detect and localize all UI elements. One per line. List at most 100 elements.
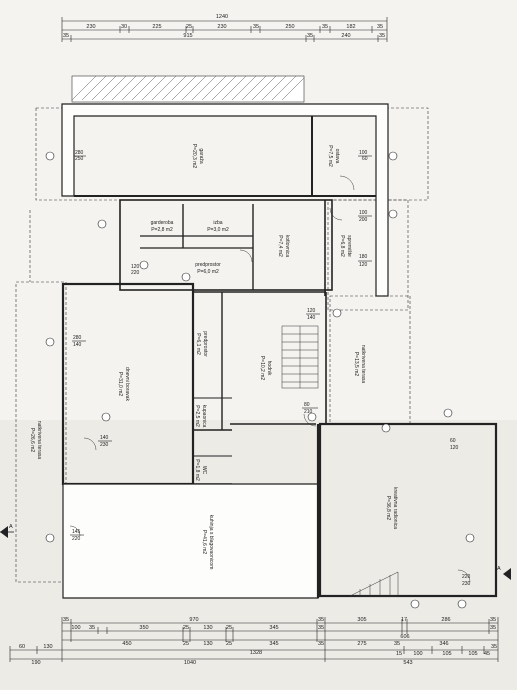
svg-text:60: 60	[450, 438, 456, 444]
svg-text:220: 220	[131, 270, 140, 276]
svg-text:P=3,0 m2: P=3,0 m2	[207, 227, 229, 233]
dim-top-6: 35	[253, 24, 259, 30]
svg-text:140: 140	[100, 435, 109, 441]
dim-top-r2-3: 35	[307, 33, 313, 39]
window-markers	[45, 151, 475, 609]
svg-text:kreativna radionica: kreativna radionica	[392, 487, 398, 529]
dim-bottom-r3-4: 25	[226, 641, 232, 647]
svg-text:P=2,8 m2: P=2,8 m2	[151, 227, 173, 233]
dim-top-r2-2: 915	[183, 33, 192, 39]
svg-text:P=6,8 m2: P=6,8 m2	[339, 235, 345, 257]
svg-text:145: 145	[72, 529, 81, 535]
dim-bottom-r4-2: 130	[43, 644, 52, 650]
svg-text:P=7,5 m2: P=7,5 m2	[327, 145, 333, 167]
dim-top-r2-4: 240	[341, 33, 350, 39]
svg-text:250: 250	[75, 156, 84, 162]
svg-text:230: 230	[462, 581, 471, 587]
room-predprostor-lower: predprostor P=6,1 m2	[195, 331, 208, 357]
room-ostava: ostava P=7,5 m2	[327, 145, 340, 167]
svg-text:P=13,5 m2: P=13,5 m2	[353, 352, 359, 377]
svg-text:garaža: garaža	[198, 148, 204, 164]
room-garderoba: garderoba P=2,8 m2	[151, 220, 174, 233]
section-marks: A A	[0, 524, 511, 580]
dim-bottom-r4-1: 60	[19, 644, 25, 650]
svg-text:100: 100	[359, 150, 368, 156]
dim-top-7: 250	[285, 24, 294, 30]
svg-text:220: 220	[72, 536, 81, 542]
svg-text:220: 220	[462, 574, 471, 580]
dim-bottom-r1-6: 286	[441, 617, 450, 623]
dim-bottom-r2-7: 345	[269, 625, 278, 631]
dim-top-9: 182	[346, 24, 355, 30]
room-labels: garaža P=20,3 m2 ostava P=7,5 m2 gardero…	[29, 144, 398, 570]
room-natkrivena-terasa-right: natkrivena terasa P=13,5 m2	[353, 345, 366, 384]
dim-bottom-r2-4: 25	[183, 625, 189, 631]
svg-text:ostava: ostava	[334, 149, 340, 164]
dim-bottom-r2-10: 35	[490, 625, 496, 631]
dim-bottom-r3-6: 35	[318, 641, 324, 647]
dim-top-r2-1: 35	[63, 33, 69, 39]
dim-top-r2-5: 35	[379, 33, 385, 39]
svg-text:P=10,2 m2: P=10,2 m2	[259, 356, 265, 381]
svg-text:120: 120	[131, 264, 140, 270]
bottom-dimension-chain: 35 970 35 305 17 286 35 100 35 350 25 13…	[9, 617, 499, 666]
svg-text:predprostor: predprostor	[202, 331, 208, 357]
svg-text:280: 280	[75, 150, 84, 156]
dim-top-8: 35	[322, 24, 328, 30]
dim-bottom-r4-5: 100	[413, 651, 422, 657]
dim-bottom-r4-6: 105	[442, 651, 451, 657]
dim-bottom-r5-1: 190	[31, 660, 40, 666]
room-wc: WC P=1,8 m2	[194, 459, 207, 481]
svg-text:100: 100	[359, 210, 368, 216]
section-label-right: A	[497, 566, 501, 572]
svg-text:garderoba: garderoba	[151, 220, 174, 226]
dim-bottom-r2-3: 350	[139, 625, 148, 631]
doors	[69, 175, 471, 583]
dim-bottom-r1-7: 35	[490, 617, 496, 623]
room-hodnik: hodnik P=10,2 m2	[259, 356, 272, 381]
svg-text:140: 140	[73, 342, 82, 348]
room-natkrivena-terasa-left: natkrivena terasa P=26,6 m2	[29, 421, 42, 460]
svg-text:P=41,6 m2: P=41,6 m2	[201, 530, 207, 555]
svg-text:140: 140	[307, 315, 316, 321]
svg-text:natkrivena terasa: natkrivena terasa	[360, 345, 366, 384]
room-kupaonica: kupaonica P=2,5 m2	[194, 405, 207, 428]
svg-text:P=1,8 m2: P=1,8 m2	[194, 459, 200, 481]
top-dimension-chain: 1240 230 30 225 25 230 35 250 35 182 35 …	[61, 14, 388, 42]
dim-bottom-r5-3: 543	[403, 660, 412, 666]
dim-bottom-r3-1: 450	[122, 641, 131, 647]
dim-bottom-r2-9: 606	[400, 634, 409, 640]
dim-top-4: 25	[186, 24, 192, 30]
svg-text:P=31,0 m2: P=31,0 m2	[117, 372, 123, 397]
dim-top-5: 230	[217, 24, 226, 30]
svg-text:P=6,1 m2: P=6,1 m2	[195, 333, 201, 355]
svg-text:P=26,6 m2: P=26,6 m2	[29, 428, 35, 453]
svg-text:120: 120	[307, 308, 316, 314]
dim-top-3: 225	[152, 24, 161, 30]
room-kuhinja: kuhinja s blagovaonicom P=41,6 m2	[201, 515, 214, 570]
svg-text:spremište: spremište	[346, 235, 352, 257]
dim-bottom-r4-8: 45	[484, 651, 490, 657]
dim-overall: 1240	[216, 14, 228, 20]
dim-bottom-r3-5: 345	[269, 641, 278, 647]
dim-bottom-r2-2: 35	[89, 625, 95, 631]
dim-bottom-r1-2: 970	[189, 617, 198, 623]
svg-text:P=20,3 m2: P=20,3 m2	[191, 144, 197, 169]
svg-text:kotlovnica: kotlovnica	[284, 235, 290, 257]
walls	[61, 103, 498, 599]
svg-text:izba: izba	[213, 220, 222, 226]
dim-bottom-r3-3: 130	[203, 641, 212, 647]
dim-bottom-r1-1: 35	[63, 617, 69, 623]
dim-bottom-r4-9: 35	[491, 644, 497, 650]
staircase	[281, 325, 319, 389]
dim-bottom-r4-7: 105	[468, 651, 477, 657]
